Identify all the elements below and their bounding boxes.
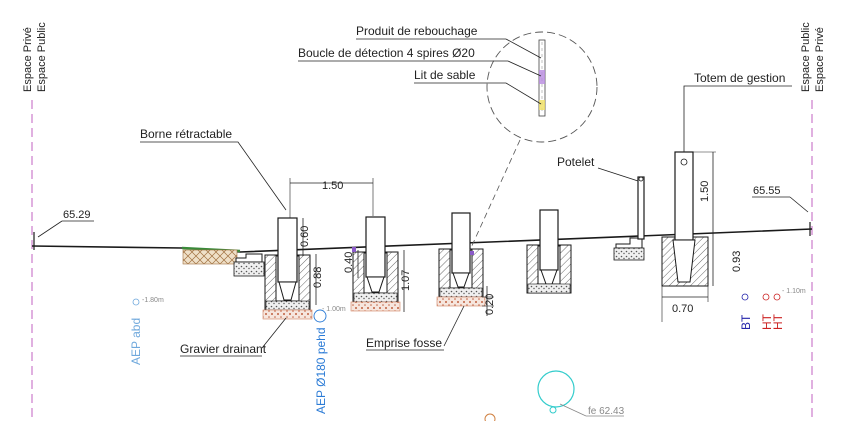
label-boucle: Boucle de détection 4 spires Ø20 [298,46,475,60]
potelet-post [637,176,645,240]
label-produit: Produit de rebouchage [356,24,478,38]
detail-sand [539,100,545,110]
dim-spacing: 1.50 [322,180,343,192]
level-fe: fe 62.43 [588,406,625,417]
dim-040: 0.40 [343,252,355,273]
label-emprise: Emprise fosse [366,336,442,350]
dim-107: 1.07 [400,270,412,291]
label-public-right: Espace Public [800,22,812,92]
level-leader-left [37,220,63,238]
detail-leader [469,139,521,251]
label-aep-abd: AEP abd [129,318,143,365]
borne-leader [140,141,287,211]
gravier-leader [261,317,287,349]
dim-totem-h: 1.50 [699,181,711,202]
boucle-leader [507,60,542,77]
aep-abd-pipe [132,298,140,306]
label-ht-1: HT [760,313,774,330]
level-right: 65.55 [753,185,781,197]
lit-leader [505,82,542,105]
drain-pipe-small [549,406,557,414]
kerb-right-base [613,247,645,261]
totem-leader [683,85,792,152]
orange-pipe [484,413,496,421]
dim-borne-h: 0.60 [299,226,311,247]
label-potelet: Potelet [557,155,595,169]
totem [661,151,709,287]
borne-3 [436,212,486,307]
label-prive-right: Espace Privé [814,27,826,92]
level-left: 65.29 [63,209,91,221]
label-ht-2: HT [771,313,785,330]
depth-aep-abd: -1.80m [142,297,164,304]
label-prive-left: Espace Privé [22,27,34,92]
label-bt: BT [739,314,753,330]
dim-totem-d: 0.93 [731,251,743,272]
potelet-leader [597,167,639,182]
ht-pipe-1 [762,293,770,301]
produit-leader [505,38,542,59]
kerb-left [235,253,263,263]
borne-1 [262,217,313,320]
detail-circle [486,31,598,143]
loop-sensor-2 [352,247,356,252]
emprise-leader [443,305,465,347]
dim-020: 0.20 [484,294,496,315]
loop-sensor-3 [470,251,474,255]
borne-4 [526,209,572,294]
depth-networks: - 1.10m [782,288,806,295]
kerb-left-base [233,261,265,277]
aep-pehd-pipe [313,309,327,323]
label-totem: Totem de gestion [694,71,785,85]
detail-loop [539,70,545,84]
label-public-left: Espace Public [36,22,48,92]
dim-fosse-d: 0.88 [312,267,324,288]
drain-pipe [537,370,575,408]
ht-pipe-2 [773,293,781,301]
fe-leader [559,403,587,417]
potelet-cap [638,176,644,182]
label-lit: Lit de sable [414,68,476,82]
level-leader-right [789,196,809,213]
depth-aep-pehd: - 1.00m [322,306,346,313]
bt-pipe [741,293,749,301]
borne-2 [350,216,401,312]
label-borne: Borne rétractable [140,127,232,141]
planting-area [182,249,238,265]
dim-totem-w: 0.70 [672,303,693,315]
label-gravier: Gravier drainant [180,342,267,356]
ground-surface [31,228,813,253]
label-aep-pehd: AEP Ø180 pehd [314,327,328,414]
